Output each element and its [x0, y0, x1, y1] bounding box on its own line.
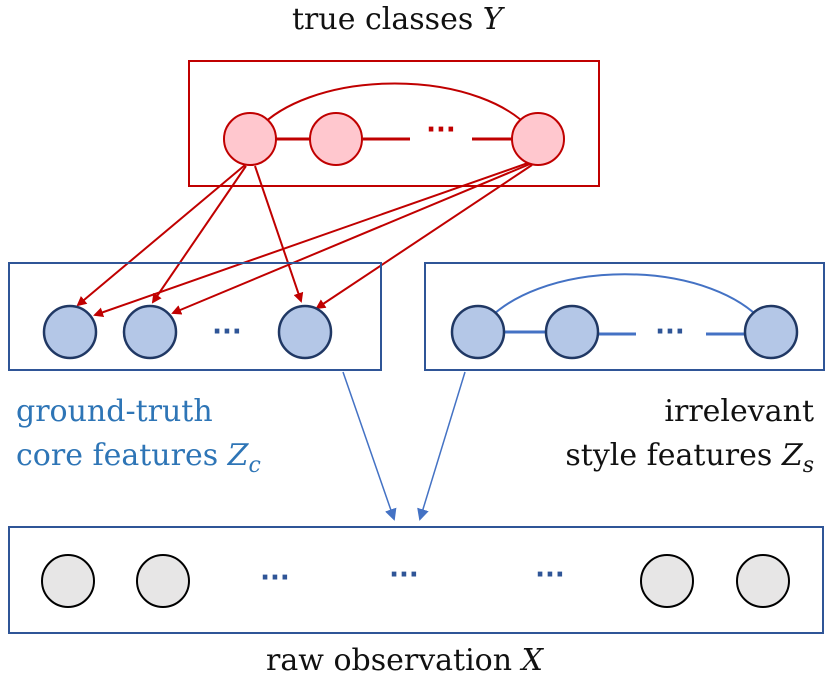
zc-ellipsis: ··· [212, 317, 242, 347]
x-ellipsis-2: ··· [389, 560, 419, 590]
core-features-text: core features [16, 438, 219, 473]
zc-node-1 [42, 304, 98, 360]
core-features-label: ground-truth core features Zc [16, 390, 261, 481]
style-features-box [424, 262, 825, 371]
style-features-variable: Z [781, 438, 803, 473]
x-node-4 [736, 554, 790, 608]
arrow-zs-to-x [417, 371, 466, 521]
zs-arc-edge [477, 273, 772, 333]
true-classes-variable: Y [482, 2, 503, 37]
arrow-zc-to-x [342, 371, 397, 521]
zs-node-3 [743, 304, 799, 360]
arrow-y3-zc3 [315, 164, 533, 310]
true-classes-text: true classes [292, 2, 474, 37]
y-node-3 [511, 112, 565, 166]
style-features-subscript: s [802, 453, 814, 478]
x-ellipsis-3: ··· [535, 560, 565, 590]
raw-observation-box [8, 526, 824, 634]
y-node-1 [223, 112, 277, 166]
x-node-3 [640, 554, 694, 608]
style-features-text: style features [565, 438, 773, 473]
style-features-label: irrelevant style features Zs [565, 390, 814, 481]
y-to-zc-arrows [76, 162, 533, 318]
arrow-y1-zc2 [151, 165, 247, 304]
y-ellipsis: ··· [426, 115, 456, 145]
arrow-y3-zc1 [93, 162, 529, 318]
style-features-line2: style features Zs [565, 434, 814, 481]
raw-observation-variable: X [521, 643, 543, 678]
zs-node-1 [450, 304, 506, 360]
x-node-2 [136, 554, 190, 608]
y-node-2 [309, 112, 363, 166]
core-features-subscript: c [248, 453, 261, 478]
arrow-y3-zc2 [171, 163, 531, 315]
arrow-y1-zc1 [76, 164, 246, 307]
raw-observation-text: raw observation [266, 643, 513, 678]
x-ellipsis-1: ··· [260, 563, 290, 593]
zc-node-2 [122, 304, 178, 360]
core-features-line2: core features Zc [16, 434, 261, 481]
core-features-box [8, 262, 382, 371]
style-features-line1: irrelevant [664, 394, 814, 429]
zc-node-3 [277, 304, 333, 360]
arrow-y1-zc3 [254, 165, 304, 303]
raw-observation-label: raw observation X [266, 643, 543, 678]
y-arc-edge [249, 82, 539, 140]
core-features-variable: Z [227, 438, 249, 473]
true-classes-label: true classes Y [292, 2, 503, 37]
x-node-1 [41, 554, 95, 608]
true-classes-box [188, 60, 600, 187]
zs-ellipsis: ··· [655, 317, 685, 347]
core-features-line1: ground-truth [16, 394, 213, 429]
zs-node-2 [544, 304, 600, 360]
